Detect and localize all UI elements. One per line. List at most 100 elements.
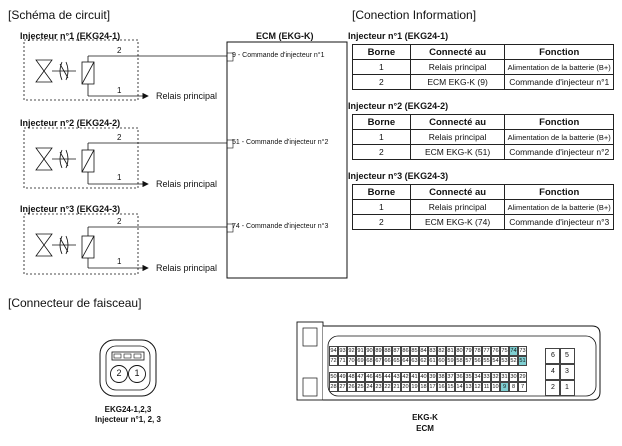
ecm-pin-9-label: 9 - Commande d'injecteur n°1 — [232, 52, 325, 59]
table-header: Borne — [352, 44, 411, 60]
ecm-pin-48: 48 — [347, 372, 356, 382]
ecm-pin-57: 57 — [464, 356, 473, 366]
ecm-pin-21: 21 — [392, 382, 401, 392]
ecm-pin-64: 64 — [401, 356, 410, 366]
ecm-pin-42: 42 — [401, 372, 410, 382]
table-cell: Commande d'injecteur n°3 — [504, 214, 614, 230]
ecm-pin-93: 93 — [338, 346, 347, 356]
ecm-pin-61: 61 — [428, 356, 437, 366]
ecm-pin-81: 81 — [446, 346, 455, 356]
ecm-pin-59: 59 — [446, 356, 455, 366]
table-cell: Relais principal — [409, 129, 506, 145]
table-header: Connecté au — [409, 44, 506, 60]
table-header: Fonction — [504, 44, 614, 60]
ecm-pin-71: 71 — [338, 356, 347, 366]
ecm-pin-63: 63 — [410, 356, 419, 366]
injector-1-symbol — [23, 39, 234, 101]
table-cell: Relais principal — [409, 199, 506, 215]
table-header: Connecté au — [409, 184, 506, 200]
ecm-pin-86: 86 — [401, 346, 410, 356]
ecm-pin-92: 92 — [347, 346, 356, 356]
ecm-pin-4: 4 — [545, 364, 561, 380]
table-cell: 2 — [352, 74, 411, 90]
ecm-pin-54: 54 — [491, 356, 500, 366]
ecm-pin-28: 28 — [329, 382, 338, 392]
ecm-pin-88: 88 — [383, 346, 392, 356]
ecm-pin-53: 53 — [500, 356, 509, 366]
ecm-pin-43: 43 — [392, 372, 401, 382]
ecm-pin-79: 79 — [464, 346, 473, 356]
table-cell: Alimentation de la batterie (B+) — [504, 199, 614, 215]
ecm-pin-84: 84 — [419, 346, 428, 356]
injector-3-pin-1: 1 — [117, 257, 122, 266]
ecm-pin-46: 46 — [365, 372, 374, 382]
ecm-pin-25: 25 — [356, 382, 365, 392]
ecm-pin-80: 80 — [455, 346, 464, 356]
table-cell: 1 — [352, 129, 411, 145]
table-cell: Commande d'injecteur n°2 — [504, 144, 614, 160]
ecm-pin-62: 62 — [419, 356, 428, 366]
injector-2-pin-1: 1 — [117, 173, 122, 182]
table-2-title: Injecteur n°2 (EKG24-2) — [348, 101, 449, 111]
table-cell: ECM EKG-K (9) — [409, 74, 506, 90]
ecm-pin-19: 19 — [410, 382, 419, 392]
ecm-pin-70: 70 — [347, 356, 356, 366]
ecm-pin-94: 94 — [329, 346, 338, 356]
ecm-pin-83: 83 — [428, 346, 437, 356]
table-header: Fonction — [504, 114, 614, 130]
ecm-pin-23: 23 — [374, 382, 383, 392]
table-cell: 1 — [352, 59, 411, 75]
ecm-pin-85: 85 — [410, 346, 419, 356]
injector-2-pin-2: 2 — [117, 133, 122, 142]
ecm-pin-17: 17 — [428, 382, 437, 392]
ecm-label: ECM (EKG-K) — [256, 31, 314, 41]
ecm-pin-66: 66 — [383, 356, 392, 366]
table-header: Connecté au — [409, 114, 506, 130]
ecm-pin-78: 78 — [473, 346, 482, 356]
ecm-pin-22: 22 — [383, 382, 392, 392]
ecm-pin-20: 20 — [401, 382, 410, 392]
ecm-pin-11: 11 — [482, 382, 491, 392]
ecm-pin-68: 68 — [365, 356, 374, 366]
ecm-pin-75: 75 — [500, 346, 509, 356]
ecm-pin-3: 3 — [559, 364, 575, 380]
table-3-title: Injecteur n°3 (EKG24-3) — [348, 171, 449, 181]
injector-connector-label: EKG24-1,2,3 — [104, 405, 152, 414]
ecm-pin-67: 67 — [374, 356, 383, 366]
ecm-pin-37: 37 — [446, 372, 455, 382]
injector-2-relay-label: Relais principal — [156, 179, 218, 189]
ecm-pin-40: 40 — [419, 372, 428, 382]
ecm-pin-7: 7 — [518, 382, 527, 392]
ecm-pin-41: 41 — [410, 372, 419, 382]
ecm-pin-35: 35 — [464, 372, 473, 382]
ecm-pin-55: 55 — [482, 356, 491, 366]
ecm-pin-39: 39 — [428, 372, 437, 382]
ecm-pin-10: 10 — [491, 382, 500, 392]
ecm-pin-77: 77 — [482, 346, 491, 356]
table-cell: Alimentation de la batterie (B+) — [504, 59, 614, 75]
table-cell: ECM EKG-K (74) — [409, 214, 506, 230]
ecm-pin-69: 69 — [356, 356, 365, 366]
ecm-pin-29: 29 — [518, 372, 527, 382]
ecm-pin-76: 76 — [491, 346, 500, 356]
table-cell: ECM EKG-K (51) — [409, 144, 506, 160]
section-title-info: [Conection Information] — [352, 8, 477, 22]
ecm-pin-58: 58 — [455, 356, 464, 366]
ecm-pin-26: 26 — [347, 382, 356, 392]
table-cell: 1 — [352, 199, 411, 215]
injector-1-pin-1: 1 — [117, 86, 122, 95]
injector-3-relay-label: Relais principal — [156, 263, 218, 273]
table-cell: 2 — [352, 144, 411, 160]
ecm-pin-82: 82 — [437, 346, 446, 356]
ecm-pin-9: 9 — [500, 382, 509, 392]
injector-1-title: Injecteur n°1 (EKG24-1) — [20, 31, 121, 41]
ecm-pin-27: 27 — [338, 382, 347, 392]
ecm-pin-47: 47 — [356, 372, 365, 382]
